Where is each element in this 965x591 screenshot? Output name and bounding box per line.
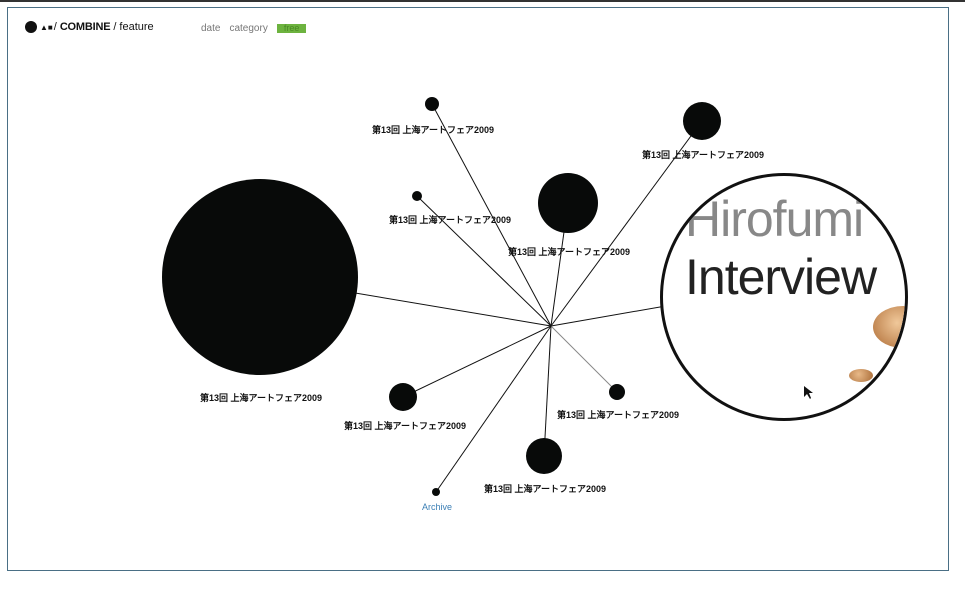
node-circle[interactable] bbox=[425, 97, 439, 111]
node-circle[interactable] bbox=[683, 102, 721, 140]
node-circle[interactable] bbox=[526, 438, 562, 474]
nav-category[interactable]: category bbox=[229, 23, 268, 34]
archive-link[interactable]: Archive bbox=[421, 502, 453, 512]
edge bbox=[543, 325, 552, 457]
triangle-square-logo-icon: ▲■ bbox=[40, 22, 53, 32]
edge bbox=[402, 325, 552, 398]
node-label[interactable]: 第13回 上海アートフェア2009 bbox=[642, 150, 764, 160]
nut-image bbox=[849, 369, 873, 382]
filter-nav: date category free bbox=[201, 23, 307, 34]
featured-interview-bubble[interactable]: Hirofumi Interview bbox=[660, 173, 908, 421]
nut-image bbox=[873, 306, 905, 348]
separator: / bbox=[113, 21, 117, 33]
page-frame bbox=[7, 7, 949, 571]
node-circle[interactable] bbox=[412, 191, 422, 201]
window-top-bar bbox=[0, 0, 965, 2]
edge bbox=[416, 195, 552, 327]
node-circle[interactable] bbox=[609, 384, 625, 400]
section-name: feature bbox=[119, 21, 154, 33]
node-label[interactable]: 第13回 上海アートフェア2009 bbox=[508, 247, 630, 257]
circle-logo-icon bbox=[25, 21, 37, 33]
brand-name[interactable]: COMBINE bbox=[59, 21, 111, 33]
edge bbox=[550, 325, 618, 393]
separator: / bbox=[53, 21, 57, 33]
nav-free[interactable]: free bbox=[276, 24, 307, 33]
node-circle[interactable] bbox=[162, 179, 358, 375]
feature-title-name: Hirofumi bbox=[685, 191, 864, 247]
node-circle[interactable] bbox=[389, 383, 417, 411]
archive-node[interactable] bbox=[432, 488, 440, 496]
node-label[interactable]: 第13回 上海アートフェア2009 bbox=[344, 421, 466, 431]
node-label[interactable]: 第13回 上海アートフェア2009 bbox=[557, 410, 679, 420]
node-label[interactable]: 第13回 上海アートフェア2009 bbox=[389, 215, 511, 225]
node-label[interactable]: 第13回 上海アートフェア2009 bbox=[484, 484, 606, 494]
edge bbox=[431, 103, 552, 327]
edge bbox=[435, 325, 552, 493]
edge bbox=[550, 120, 703, 327]
feature-title: Interview bbox=[685, 249, 877, 305]
nav-date[interactable]: date bbox=[201, 23, 221, 34]
node-circle[interactable] bbox=[538, 173, 598, 233]
node-label[interactable]: 第13回 上海アートフェア2009 bbox=[200, 393, 322, 403]
node-label[interactable]: 第13回 上海アートフェア2009 bbox=[372, 125, 494, 135]
logo[interactable]: ▲■ / COMBINE / feature bbox=[25, 21, 154, 33]
